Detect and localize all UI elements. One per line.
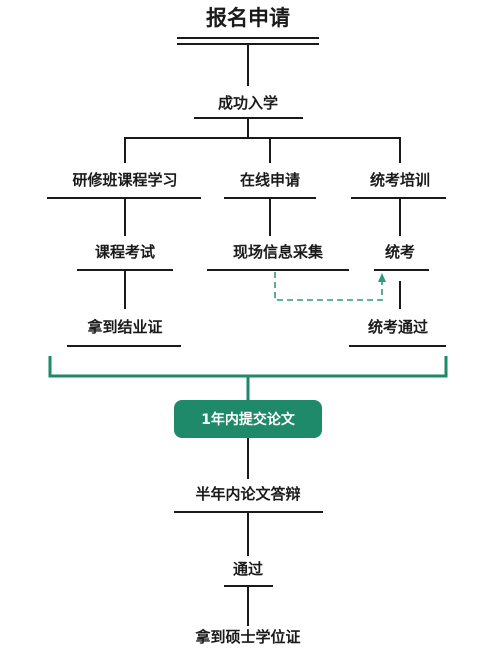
node-unified-exam: 统考: [384, 243, 416, 261]
node-onsite: 现场信息采集: [232, 243, 324, 261]
dashed-link: [274, 272, 383, 301]
node-training: 统考培训: [369, 171, 431, 189]
node-certificate: 拿到结业证: [87, 318, 163, 336]
node-admission: 成功入学: [217, 94, 279, 112]
node-exam-pass: 统考通过: [367, 318, 429, 336]
node-defense: 半年内论文答辩: [195, 485, 301, 503]
node-study: 研修班课程学习: [72, 171, 178, 189]
node-pass: 通过: [232, 560, 264, 578]
node-degree: 拿到硕士学位证: [195, 628, 301, 646]
merge-bracket: [48, 356, 448, 378]
node-submit-thesis: 1年内提交论文: [174, 400, 322, 438]
page-title: 报名申请: [206, 6, 290, 30]
node-course-exam: 课程考试: [94, 243, 156, 261]
arrow-up-icon: [378, 273, 386, 282]
node-online: 在线申请: [239, 171, 301, 189]
